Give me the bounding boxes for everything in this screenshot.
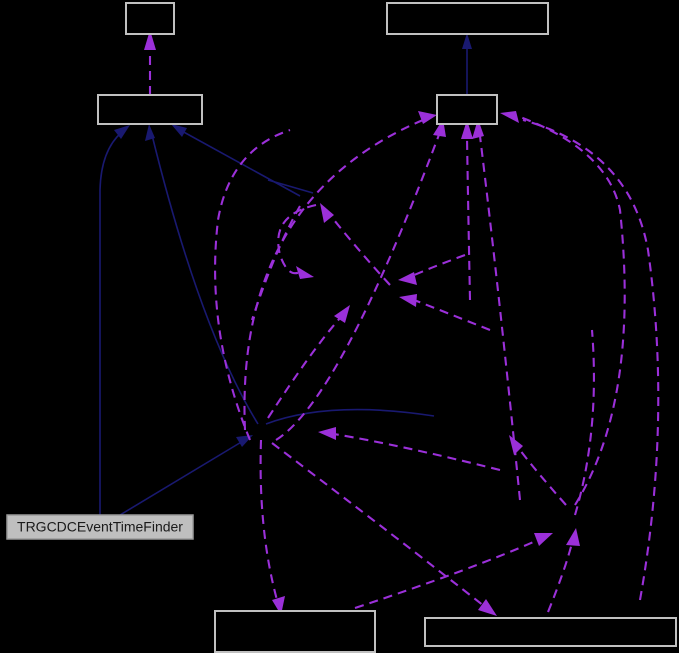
edge-usage-h4-rightcurve [573,329,595,516]
edge-usage-h2-to-h1 [329,214,391,286]
arrowhead-usage-n6-h4 [534,533,553,546]
arrowhead-usage-h2-h1 [320,203,334,223]
node-box-1[interactable] [125,2,175,35]
edge-inherit-tail-h1 [267,179,314,194]
arrowhead-usage-h1-loop [296,266,314,279]
edge-usage-into-h2-a [411,254,466,277]
edge-usage-h1-loop [277,203,317,275]
node-label-trgcdceventtimefinder: TRGCDCEventTimeFinder [17,519,183,535]
node-box-3[interactable] [97,94,203,125]
node-box-2[interactable] [386,2,549,35]
usage-edge-group [144,30,660,616]
edge-usage-n6-to-h4 [354,539,539,609]
arrowhead-usage-into-h2-a [398,272,417,285]
edge-usage-h2-to-n4 [465,136,472,301]
arrowhead-inherit-center [145,124,155,141]
edge-usage-h3-to-n4-b [275,131,441,441]
edge-usage-left-big-arc [214,129,291,441]
node-box-7[interactable] [424,617,677,647]
node-group: TRGCDCEventTimeFinder [6,2,677,653]
edge-usage-n7-to-h4 [547,542,574,613]
arrowhead-inherit-n4-n2 [462,33,472,49]
edge-inherit-h3-right-tail [265,408,435,425]
edge-usage-h3-to-h1 [267,317,341,419]
edge-usage-into-h3-right [333,432,501,472]
edge-inherit-n5-to-h3 [119,440,244,516]
edge-inherit-h3-to-n3 [151,134,259,425]
arrowhead-usage-h4-n4 [472,119,484,139]
arrowhead-usage-h4-up [509,435,523,455]
arrowhead-usage-into-h2-b [399,294,417,307]
arrowhead-usage-h2-n4 [461,120,473,139]
arrowhead-usage-rightarc-n4 [500,111,519,123]
arrowhead-usage-into-h3-right [318,427,336,440]
node-box-highlight-rect[interactable] [6,514,194,540]
edge-usage-into-h2-b [413,299,491,331]
edge-usage-h1-downleft [251,205,301,321]
edge-usage-n7-to-n4 [522,118,660,601]
edge-usage-right-arc-to-n4 [519,116,626,506]
arrowhead-inherit-left [114,125,130,139]
arrowhead-usage-h3-n4-left [418,111,437,124]
node-trgcdceventtimefinder[interactable]: TRGCDCEventTimeFinder [6,514,194,540]
arrowhead-usage-n3-n1 [144,30,156,50]
node-box-6[interactable] [214,610,376,653]
arrowhead-usage-h3-h1 [334,305,350,323]
edge-usage-h4-up [519,449,567,506]
edge-inherit-h1-to-n3 [179,129,301,197]
edge-inherit-n5-to-n3-left [99,131,123,515]
arrowhead-usage-n7-h4 [566,528,580,546]
arrowhead-usage-h3-n7 [478,599,497,616]
arrowhead-inherit-diag [171,124,187,137]
node-box-4[interactable] [436,94,498,125]
edge-usage-h3-to-n6 [259,439,279,601]
